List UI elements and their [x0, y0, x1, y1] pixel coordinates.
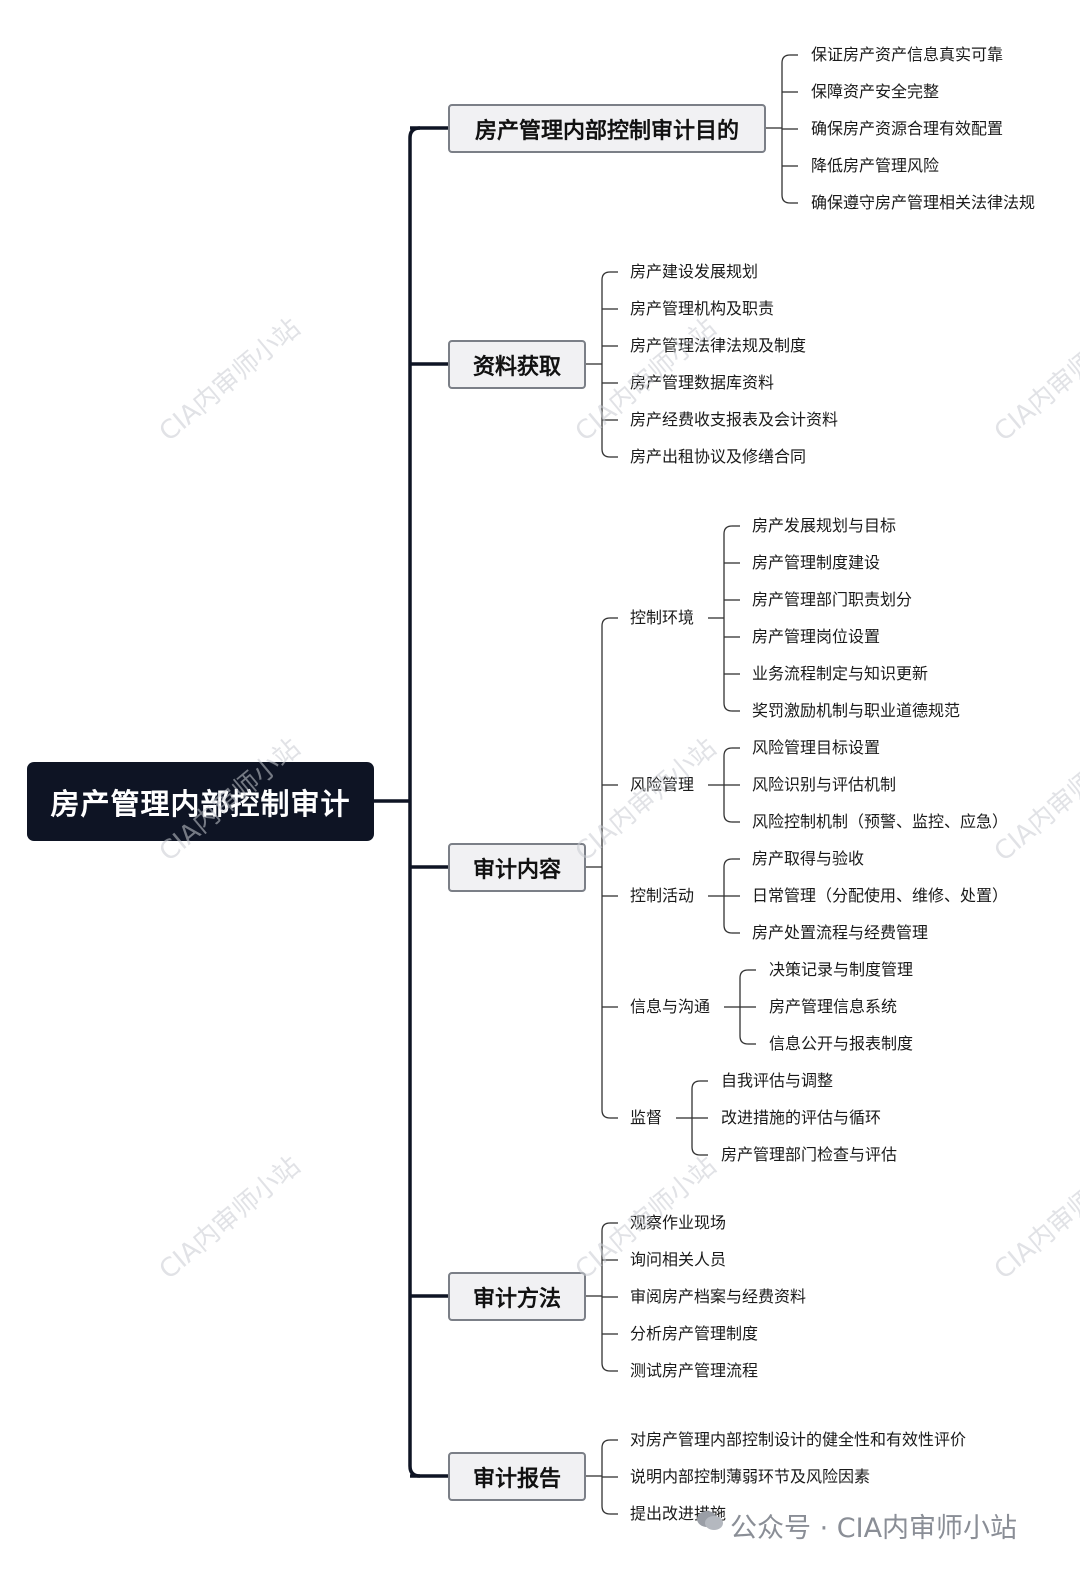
bracket-line — [723, 525, 733, 712]
sub-node-risk-management[interactable]: 风险管理 — [630, 775, 695, 794]
leaf-item: 房产建设发展规划 — [630, 262, 759, 281]
leaf-item: 对房产管理内部控制设计的健全性和有效性评价 — [630, 1430, 967, 1449]
leaf-item: 自我评估与调整 — [721, 1071, 834, 1090]
bracket-line — [601, 271, 611, 458]
root-node[interactable]: 房产管理内部控制审计 — [27, 762, 374, 841]
leaf-item: 风险控制机制（预警、监控、应急） — [752, 812, 1009, 831]
leaf-item: 房产出租协议及修缮合同 — [630, 447, 807, 466]
branch-audit-content[interactable]: 审计内容 — [448, 843, 586, 892]
leaf-item: 房产处置流程与经费管理 — [752, 923, 929, 942]
leaf-item: 说明内部控制薄弱环节及风险因素 — [630, 1467, 871, 1486]
leaf-item: 房产管理信息系统 — [769, 997, 898, 1016]
leaf-item: 分析房产管理制度 — [630, 1324, 759, 1343]
leaf-item: 决策记录与制度管理 — [769, 960, 914, 979]
bracket-line — [601, 617, 611, 1119]
leaf-item: 测试房产管理流程 — [630, 1361, 759, 1380]
leaf-item: 改进措施的评估与循环 — [721, 1108, 882, 1127]
sub-node-information-communication[interactable]: 信息与沟通 — [630, 997, 711, 1016]
sub-node-control-environment[interactable]: 控制环境 — [630, 608, 695, 627]
leaf-item: 审阅房产档案与经费资料 — [630, 1287, 807, 1306]
leaf-item: 房产管理部门职责划分 — [752, 590, 913, 609]
branch-data-collection[interactable]: 资料获取 — [448, 340, 586, 389]
footer-account-label: 公众号 · CIA内审师小站 — [730, 1513, 1018, 1544]
leaf-item: 房产取得与验收 — [752, 849, 865, 868]
leaf-item: 房产经费收支报表及会计资料 — [630, 410, 839, 429]
leaf-item: 房产管理法律法规及制度 — [630, 336, 807, 355]
leaf-item: 降低房产管理风险 — [811, 156, 940, 175]
sub-node-control-activities[interactable]: 控制活动 — [630, 886, 695, 905]
leaf-item: 房产发展规划与目标 — [752, 516, 897, 535]
trunk-line — [408, 126, 421, 1478]
leaf-item: 观察作业现场 — [630, 1213, 727, 1232]
leaf-item: 房产管理机构及职责 — [630, 299, 775, 318]
leaf-item: 确保遵守房产管理相关法律法规 — [811, 193, 1036, 212]
leaf-item: 房产管理岗位设置 — [752, 627, 881, 646]
leaf-item: 询问相关人员 — [630, 1250, 727, 1269]
sub-node-supervision[interactable]: 监督 — [630, 1108, 663, 1127]
wechat-icon — [697, 1511, 723, 1530]
leaf-item: 保障资产安全完整 — [811, 82, 940, 101]
leaf-item: 风险管理目标设置 — [752, 738, 881, 757]
leaf-item: 房产管理数据库资料 — [630, 373, 775, 392]
leaf-item: 保证房产资产信息真实可靠 — [811, 45, 1004, 64]
leaf-item: 奖罚激励机制与职业道德规范 — [752, 701, 961, 720]
branch-audit-report[interactable]: 审计报告 — [448, 1452, 586, 1501]
leaf-item: 房产管理制度建设 — [752, 553, 881, 572]
leaf-item: 风险识别与评估机制 — [752, 775, 897, 794]
leaf-item: 日常管理（分配使用、维修、处置） — [752, 886, 1009, 905]
leaf-item: 房产管理部门检查与评估 — [721, 1145, 898, 1164]
branch-purpose[interactable]: 房产管理内部控制审计目的 — [448, 104, 766, 153]
leaf-item: 信息公开与报表制度 — [769, 1034, 914, 1053]
leaf-item: 业务流程制定与知识更新 — [752, 664, 929, 683]
leaf-item: 确保房产资源合理有效配置 — [811, 119, 1004, 138]
branch-audit-methods[interactable]: 审计方法 — [448, 1272, 586, 1321]
